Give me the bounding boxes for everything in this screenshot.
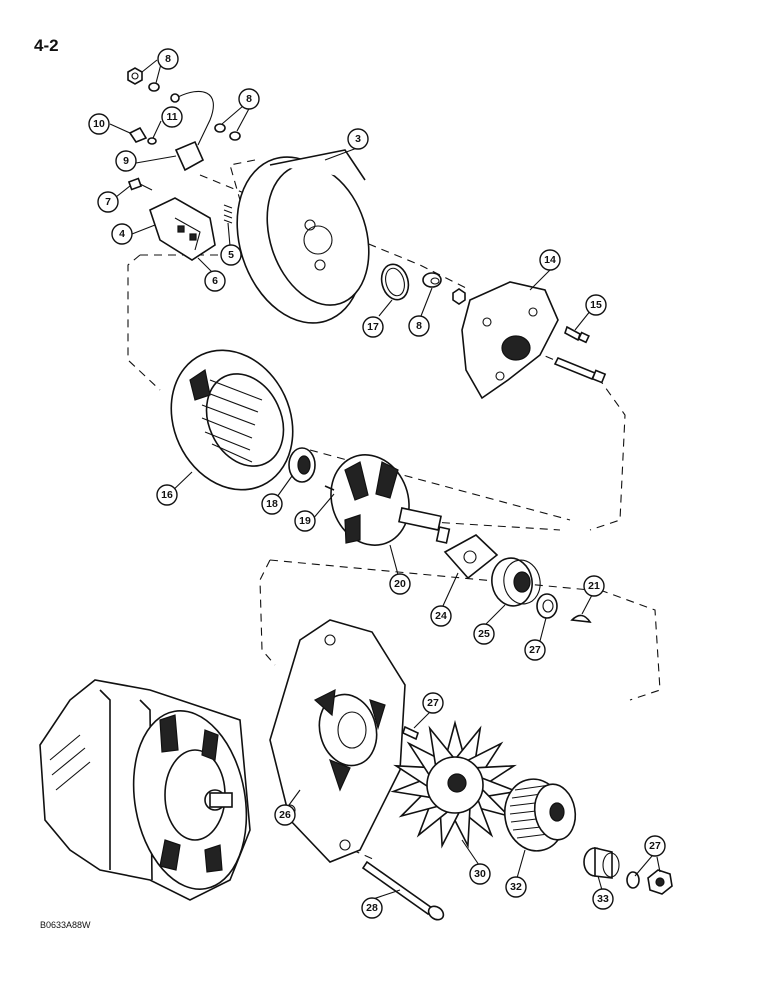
sleeve-33 bbox=[583, 846, 620, 879]
svg-text:14: 14 bbox=[544, 254, 556, 266]
callout-26: 26 bbox=[274, 804, 296, 826]
woodruff-key-21 bbox=[570, 614, 592, 623]
callout-32: 32 bbox=[505, 876, 527, 898]
rear-housing-3 bbox=[236, 149, 370, 324]
svg-text:27: 27 bbox=[427, 697, 439, 709]
callout-9: 9 bbox=[115, 150, 137, 172]
callout-27: 27 bbox=[644, 835, 666, 857]
page-number: 4-2 bbox=[34, 36, 59, 55]
svg-text:8: 8 bbox=[416, 320, 422, 332]
callout-18: 18 bbox=[261, 493, 283, 515]
callout-28: 28 bbox=[361, 897, 383, 919]
svg-text:30: 30 bbox=[474, 868, 486, 880]
svg-text:32: 32 bbox=[510, 881, 522, 893]
svg-text:24: 24 bbox=[435, 610, 447, 622]
nut-27 bbox=[647, 869, 673, 895]
svg-text:28: 28 bbox=[366, 902, 378, 914]
callout-8: 8 bbox=[157, 48, 179, 70]
screw-27-front bbox=[402, 725, 419, 741]
callout-5: 5 bbox=[220, 244, 242, 266]
callout-27: 27 bbox=[524, 639, 546, 661]
svg-text:20: 20 bbox=[394, 578, 406, 590]
callout-11: 11 bbox=[161, 106, 183, 128]
svg-text:5: 5 bbox=[228, 249, 234, 261]
bushing-8 bbox=[422, 272, 466, 305]
callout-14: 14 bbox=[539, 249, 561, 271]
callout-6: 6 bbox=[204, 270, 226, 292]
svg-text:6: 6 bbox=[212, 275, 218, 287]
washers-8-top-right bbox=[214, 123, 241, 141]
svg-text:15: 15 bbox=[590, 299, 602, 311]
callout-3: 3 bbox=[347, 128, 369, 150]
svg-text:3: 3 bbox=[355, 133, 361, 145]
callout-27: 27 bbox=[422, 692, 444, 714]
svg-text:18: 18 bbox=[266, 498, 278, 510]
callout-7: 7 bbox=[97, 191, 119, 213]
o-ring-17 bbox=[380, 263, 410, 301]
front-housing-26 bbox=[269, 619, 406, 863]
svg-text:16: 16 bbox=[161, 489, 173, 501]
svg-text:8: 8 bbox=[165, 53, 171, 65]
long-screw bbox=[553, 356, 607, 384]
svg-text:10: 10 bbox=[93, 118, 105, 130]
callout-20: 20 bbox=[389, 573, 411, 595]
rectifier-14 bbox=[461, 281, 559, 400]
lock-washer-27 bbox=[626, 871, 640, 889]
pulley-32 bbox=[504, 778, 577, 852]
figure-code: B0633A88W bbox=[40, 920, 91, 930]
retainer-plate-24 bbox=[443, 534, 499, 580]
svg-text:8: 8 bbox=[246, 93, 252, 105]
svg-text:4: 4 bbox=[119, 228, 125, 240]
svg-text:27: 27 bbox=[649, 840, 661, 852]
screw-15 bbox=[564, 325, 590, 344]
spacer-27 bbox=[536, 593, 558, 619]
svg-text:19: 19 bbox=[299, 515, 311, 527]
callout-17: 17 bbox=[362, 316, 384, 338]
callout-25: 25 bbox=[473, 623, 495, 645]
svg-text:25: 25 bbox=[478, 628, 490, 640]
regulator-4 bbox=[149, 197, 216, 261]
brush-spring-5 bbox=[223, 204, 233, 224]
svg-text:7: 7 bbox=[105, 196, 111, 208]
svg-text:26: 26 bbox=[279, 809, 291, 821]
callouts: 8 8 10 11 9 3 7 4 5 6 14 15 17 8 16 18 1… bbox=[88, 48, 666, 919]
front-bearing-25 bbox=[491, 557, 541, 607]
callout-24: 24 bbox=[430, 605, 452, 627]
callout-30: 30 bbox=[469, 863, 491, 885]
callout-15: 15 bbox=[585, 294, 607, 316]
svg-text:17: 17 bbox=[367, 321, 379, 333]
leader-lines bbox=[109, 59, 661, 900]
callout-8: 8 bbox=[408, 315, 430, 337]
callout-8: 8 bbox=[238, 88, 260, 110]
callout-19: 19 bbox=[294, 510, 316, 532]
rotor-19 bbox=[324, 454, 451, 546]
svg-text:21: 21 bbox=[588, 580, 600, 592]
wire-lead-9 bbox=[170, 90, 214, 172]
svg-text:9: 9 bbox=[123, 155, 129, 167]
stator-16 bbox=[170, 349, 294, 491]
through-bolt-28 bbox=[361, 860, 445, 921]
svg-text:33: 33 bbox=[597, 893, 609, 905]
callout-4: 4 bbox=[111, 223, 133, 245]
fan-30 bbox=[390, 719, 520, 849]
screw-7 bbox=[127, 177, 153, 191]
callout-16: 16 bbox=[156, 484, 178, 506]
svg-text:11: 11 bbox=[166, 111, 177, 123]
callout-10: 10 bbox=[88, 113, 110, 135]
nut-8-top bbox=[127, 67, 160, 92]
bearing-18 bbox=[288, 447, 316, 483]
screw-10 bbox=[128, 126, 157, 145]
assembled-alternator bbox=[39, 679, 251, 901]
callout-33: 33 bbox=[592, 888, 614, 910]
callout-21: 21 bbox=[583, 575, 605, 597]
svg-text:27: 27 bbox=[529, 644, 541, 656]
